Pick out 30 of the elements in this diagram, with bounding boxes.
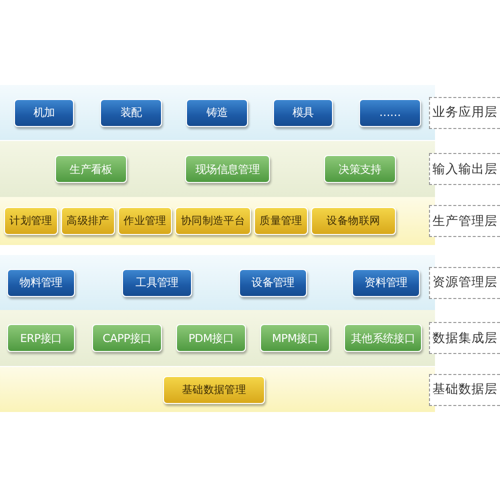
module-box: 设备物联网 — [311, 207, 396, 235]
layer-label: 输入输出层 — [429, 153, 500, 185]
module-box: 决策支持 — [324, 155, 396, 183]
module-box: 协同制造平台 — [175, 207, 251, 235]
module-box: 高级排产 — [61, 207, 115, 235]
module-box: 资料管理 — [352, 268, 420, 296]
layer-label: 数据集成层 — [429, 322, 500, 354]
module-box: 机加 — [14, 98, 74, 126]
module-box: 铸造 — [186, 98, 248, 126]
layer-label: 基础数据层 — [429, 374, 500, 406]
module-box: ERP接口 — [7, 324, 75, 352]
module-box: 现场信息管理 — [185, 155, 270, 183]
module-box: 质量管理 — [254, 207, 308, 235]
module-box: 其他系统接口 — [344, 324, 422, 352]
module-box: 物料管理 — [7, 268, 75, 296]
module-box: CAPP接口 — [92, 324, 162, 352]
module-box: 基础数据管理 — [163, 376, 265, 404]
layer-label: 业务应用层 — [429, 96, 500, 128]
layer-label: 资源管理层 — [429, 266, 500, 298]
module-box: …… — [359, 98, 421, 126]
module-box: 计划管理 — [4, 207, 58, 235]
module-box: 工具管理 — [122, 268, 192, 296]
module-box: PDM接口 — [176, 324, 246, 352]
module-box: 装配 — [100, 98, 162, 126]
module-box: 模具 — [273, 98, 333, 126]
module-box: MPM接口 — [260, 324, 330, 352]
module-box: 生产看板 — [55, 155, 127, 183]
layer-label: 生产管理层 — [429, 205, 500, 237]
module-box: 设备管理 — [239, 268, 307, 296]
module-box: 作业管理 — [118, 207, 172, 235]
